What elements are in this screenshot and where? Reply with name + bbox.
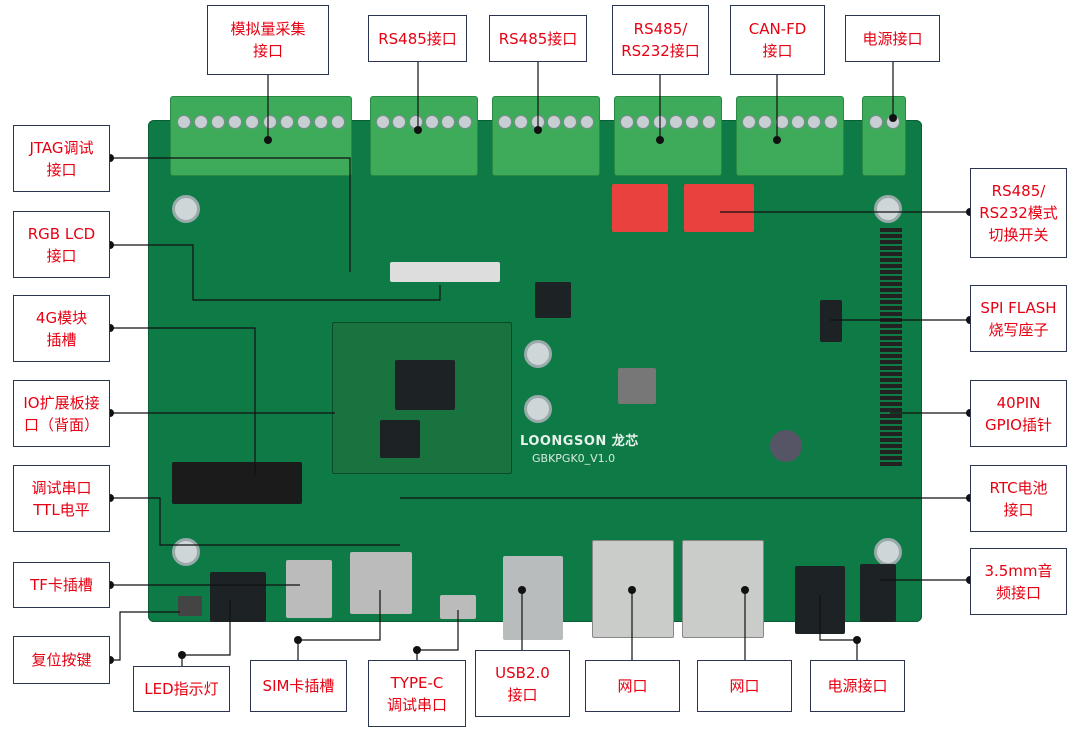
capacitor	[770, 430, 802, 462]
label-ethernet-2: 网口	[697, 660, 792, 712]
label-line: RS485接口	[378, 29, 457, 48]
inductor	[618, 368, 656, 404]
label-line: 模拟量采集	[230, 20, 306, 38]
label-line: RS485接口	[498, 29, 578, 48]
dip-switch[interactable]	[684, 184, 754, 232]
label-mode-switch: RS485/RS232模式切换开关	[970, 168, 1067, 258]
label-debug-uart: 调试串口 TTL电平	[13, 465, 110, 532]
label-line: 切换开关	[988, 226, 1049, 244]
label-line: 接口	[46, 160, 77, 179]
label-line: 接口	[252, 42, 283, 60]
label-line: 接口	[507, 685, 538, 704]
label-line: 接口	[1003, 500, 1034, 519]
label-sim-slot: SIM卡插槽	[250, 660, 347, 712]
label-line: 电源接口	[827, 677, 888, 695]
board-model: GBKPGK0_V1.0	[532, 452, 616, 465]
label-rtc-battery: RTC电池接口	[970, 465, 1067, 532]
label-line: 插槽	[46, 330, 77, 349]
label-power-bottom: 电源接口	[810, 660, 905, 712]
label-rs485-1: RS485接口	[368, 15, 467, 62]
reset-button	[178, 596, 202, 616]
audio-jack	[860, 564, 896, 622]
label-line: GPIO插针	[985, 415, 1052, 434]
label-rs485-rs232: RS485/RS232接口	[612, 5, 709, 75]
sim-slot	[350, 552, 412, 614]
label-rgb-lcd: RGB LCD 接口	[13, 211, 110, 278]
pcb-board	[148, 120, 922, 622]
label-line: CAN-FD	[748, 20, 807, 38]
label-line: 4G模块	[35, 308, 88, 327]
label-line: 电源接口	[862, 29, 923, 48]
label-jtag: JTAG调试接口	[13, 125, 110, 192]
label-line: 3.5mm音	[984, 561, 1053, 580]
label-tf-slot: TF卡插槽	[13, 562, 110, 608]
label-line: RS232模式	[979, 204, 1058, 222]
label-line: TYPE-C	[390, 673, 444, 692]
mount-hole	[524, 395, 552, 423]
label-line: JTAG调试	[29, 138, 94, 157]
label-line: 接口	[762, 42, 793, 60]
label-line: 接口	[46, 246, 77, 265]
label-line: SPI FLASH	[980, 298, 1057, 317]
label-canfd: CAN-FD 接口	[730, 5, 825, 75]
label-line: 烧写座子	[988, 320, 1049, 339]
label-line: 复位按键	[31, 651, 92, 669]
label-rs485-2: RS485接口	[489, 15, 587, 62]
mount-hole	[524, 340, 552, 368]
label-line: 40PIN	[996, 393, 1041, 412]
label-line: RS232接口	[621, 42, 700, 60]
gpio-header-pins	[880, 228, 902, 468]
label-line: USB2.0	[495, 663, 550, 682]
label-line: 调试串口	[386, 695, 447, 714]
rs485-terminal-block-1	[370, 96, 478, 176]
memory-chip	[380, 420, 420, 458]
label-led: LED指示灯	[133, 666, 230, 712]
label-reset-button: 复位按键	[13, 636, 110, 684]
label-4g-slot: 4G模块插槽	[13, 295, 110, 362]
label-line: IO扩展板接	[23, 393, 100, 412]
label-line: 调试串口	[31, 478, 92, 497]
label-line: 网口	[729, 677, 760, 695]
mount-hole	[874, 195, 902, 223]
board-brand: LOONGSON 龙芯	[520, 434, 639, 449]
label-line: RGB LCD	[27, 224, 96, 243]
usb-port	[503, 556, 563, 640]
ethernet-port	[682, 540, 764, 638]
led-indicators	[210, 572, 266, 622]
ic-chip	[535, 282, 571, 318]
label-power-top: 电源接口	[845, 15, 940, 62]
dip-switch[interactable]	[612, 184, 668, 232]
label-usb: USB2.0 接口	[475, 650, 570, 717]
cpu-chip	[395, 360, 455, 410]
label-line: TTL电平	[33, 500, 90, 519]
label-line: 网口	[617, 677, 648, 695]
spi-header	[820, 300, 842, 342]
label-analog-input: 模拟量采集接口	[207, 5, 329, 75]
label-typec: TYPE-C 调试串口	[368, 660, 466, 727]
label-line: RTC电池	[989, 478, 1048, 497]
label-io-expansion: IO扩展板接口（背面）	[13, 380, 110, 447]
label-line: SIM卡插槽	[262, 677, 335, 695]
rs232-terminal-block	[614, 96, 722, 176]
label-audio-jack: 3.5mm音频接口	[970, 548, 1067, 615]
mount-hole	[172, 195, 200, 223]
lcd-fpc-connector	[390, 262, 500, 282]
label-line: LED指示灯	[144, 680, 219, 698]
label-line: 频接口	[995, 583, 1041, 602]
label-ethernet-1: 网口	[585, 660, 680, 712]
mount-hole	[172, 538, 200, 566]
canfd-terminal-block	[736, 96, 844, 176]
label-line: RS485/	[633, 20, 688, 38]
label-line: 口（背面）	[23, 415, 99, 434]
label-spi-flash: SPI FLASH 烧写座子	[970, 285, 1067, 352]
tf-slot	[286, 560, 332, 618]
analog-terminal-block	[170, 96, 352, 176]
power-terminal-block	[862, 96, 906, 176]
label-gpio-header: 40PIN GPIO插针	[970, 380, 1067, 447]
label-line: TF卡插槽	[30, 576, 93, 594]
4g-slot	[172, 462, 302, 504]
label-line: RS485/	[991, 182, 1046, 200]
